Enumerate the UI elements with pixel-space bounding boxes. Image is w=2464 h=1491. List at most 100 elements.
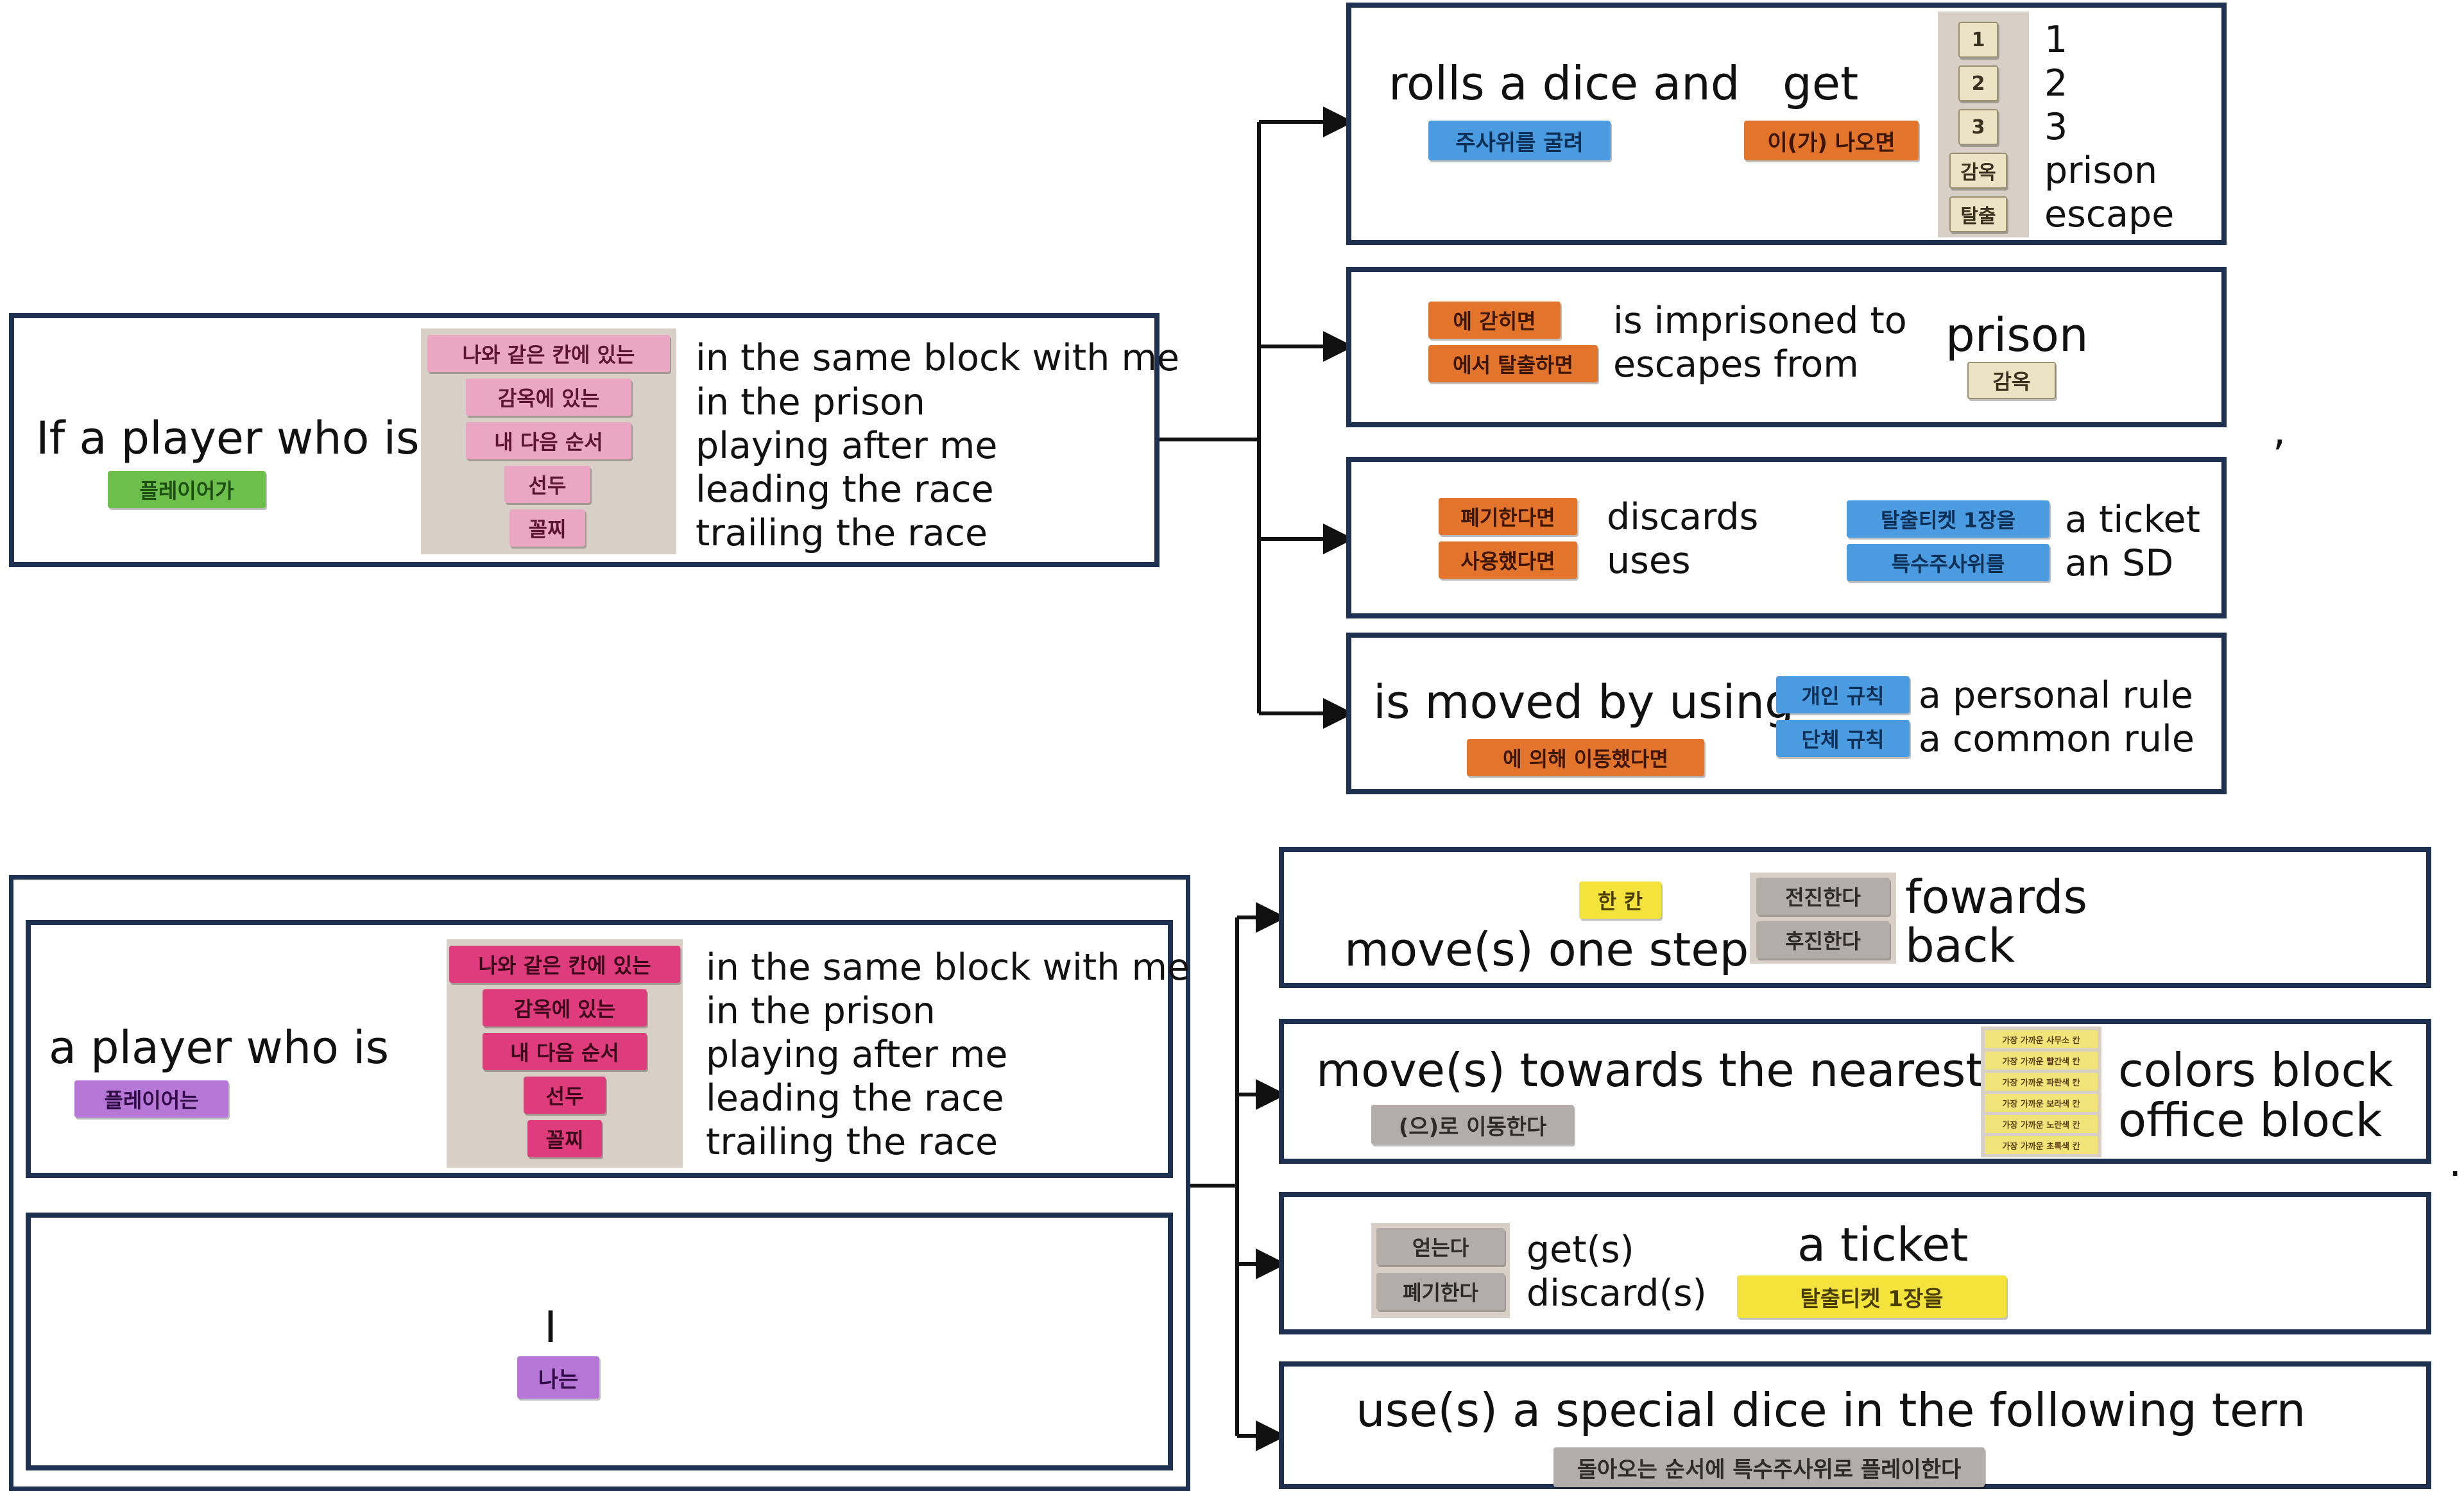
top-pink-tag-4: 선두: [504, 466, 590, 503]
moved-label: is moved by using: [1373, 675, 1794, 729]
dir-en-2: back: [1905, 919, 2015, 973]
nearest-en-2: office block: [2118, 1093, 2383, 1147]
bottom-subject-en-2: in the prison: [706, 990, 936, 1032]
top-dice-box: rolls a dice and 주사위를 굴려 get 이(가) 나오면 1 …: [1346, 3, 2227, 245]
moved-tag: 에 의해 이동했다면: [1467, 739, 1704, 776]
discard-object-en-1: a ticket: [2065, 498, 2200, 541]
bottom-special-box: use(s) a special dice in the following t…: [1279, 1361, 2431, 1489]
bottom-subject-en-1: in the same block with me: [706, 946, 1190, 989]
ticket-object-tag: 탈출티켓 1장을: [1737, 1275, 2006, 1318]
top-subject-en-5: trailing the race: [696, 512, 988, 554]
bottom-pink-tag-4: 선두: [524, 1077, 606, 1114]
dice-face-1: 1: [1958, 22, 1998, 58]
bottom-subject-en-4: leading the race: [706, 1077, 1004, 1120]
bottom-step-box: 한 칸 move(s) one step 전진한다 후진한다 fowards b…: [1279, 847, 2431, 988]
top-subject-label: If a player who is: [36, 412, 420, 464]
nearest-cell-2: 가장 가까운 빨간색 칸: [1985, 1052, 2098, 1069]
dice-face-2: 2: [1958, 65, 1998, 101]
dice-face-5: 탈출: [1949, 196, 2007, 232]
nearest-cell-5: 가장 가까운 노란색 칸: [1985, 1115, 2098, 1133]
bottom-nearest-box: move(s) towards the nearest (으)로 이동한다 가장…: [1279, 1019, 2431, 1164]
bottom-subject-en-3: playing after me: [706, 1034, 1008, 1076]
discard-tag-2: 사용했다면: [1439, 541, 1577, 579]
top-pink-tag-2: 감옥에 있는: [466, 379, 631, 416]
bottom-subject-tag: 플레이어는: [74, 1080, 228, 1118]
bottom-subject-box: a player who is 플레이어는 나와 같은 칸에 있는 감옥에 있는…: [26, 920, 1190, 1178]
dice-tag-2: 이(가) 나오면: [1744, 121, 1919, 160]
bottom-pink-tag-5: 꼴찌: [527, 1120, 602, 1157]
nearest-tag: (으)로 이동한다: [1371, 1105, 1574, 1145]
top-subject-box: If a player who is 플레이어가 나와 같은 칸에 있는 감옥에…: [9, 313, 1179, 567]
dice-en-5: escape: [2044, 193, 2175, 235]
ticket-tag-2: 폐기한다: [1376, 1273, 1505, 1310]
rule-tag-1: 개인 규칙: [1776, 676, 1910, 713]
dice-label-2: get: [1783, 56, 1859, 110]
nearest-cell-4: 가장 가까운 보라색 칸: [1985, 1094, 2098, 1112]
discard-object-tag-1: 탈출티켓 1장을: [1847, 500, 2049, 538]
dice-en-3: 3: [2044, 106, 2068, 148]
bottom-pink-tag-2: 감옥에 있는: [483, 989, 647, 1027]
top-moved-box: is moved by using 에 의해 이동했다면 개인 규칙 단체 규칙…: [1346, 633, 2227, 794]
dice-tag-1: 주사위를 굴려: [1428, 121, 1611, 160]
discard-object-en-2: an SD: [2065, 542, 2174, 584]
bottom-period: .: [2449, 1139, 2462, 1186]
dice-en-1: 1: [2044, 19, 2068, 61]
dice-face-4: 감옥: [1949, 153, 2007, 189]
self-tag: 나는: [517, 1356, 599, 1399]
prison-object-label: prison: [1946, 308, 2089, 362]
bottom-subject-label: a player who is: [49, 1021, 389, 1074]
dice-label-1: rolls a dice and: [1389, 56, 1740, 110]
rule-tag-2: 단체 규칙: [1776, 720, 1910, 757]
prison-object-tag: 감옥: [1967, 362, 2056, 399]
rule-en-1: a personal rule: [1919, 674, 2193, 717]
special-tag: 돌아오는 순서에 특수주사위로 플레이한다: [1553, 1447, 1985, 1487]
bottom-tree-connector: [1189, 902, 1287, 1451]
nearest-cell-3: 가장 가까운 파란색 칸: [1985, 1073, 2098, 1091]
prison-en-1: is imprisoned to: [1613, 300, 1907, 342]
discard-en-2: uses: [1607, 540, 1691, 582]
step-label: move(s) one step: [1344, 923, 1749, 976]
dir-tag-2: 후진한다: [1756, 921, 1890, 958]
top-prison-box: 에 갇히면 에서 탈출하면 is imprisoned to escapes f…: [1346, 267, 2227, 427]
dir-tag-1: 전진한다: [1756, 878, 1890, 915]
step-tag: 한 칸: [1579, 882, 1661, 919]
discard-tag-1: 폐기한다면: [1439, 498, 1577, 535]
discard-en-1: discards: [1607, 496, 1759, 538]
top-subject-tag: 플레이어가: [108, 471, 266, 508]
top-comma: ,: [2273, 407, 2286, 455]
top-subject-en-1: in the same block with me: [696, 337, 1180, 379]
ticket-tag-1: 얻는다: [1376, 1228, 1505, 1265]
top-subject-en-4: leading the race: [696, 468, 994, 511]
prison-tag-2: 에서 탈출하면: [1428, 345, 1598, 382]
top-pink-tag-3: 내 다음 순서: [466, 422, 631, 459]
prison-en-2: escapes from: [1613, 343, 1859, 386]
nearest-cell-6: 가장 가까운 초록색 칸: [1985, 1136, 2098, 1154]
rule-en-2: a common rule: [1919, 718, 2194, 760]
bottom-pink-tag-1: 나와 같은 칸에 있는: [449, 946, 680, 983]
bottom-self-box: I 나는: [26, 1213, 1173, 1470]
prison-tag-1: 에 갇히면: [1428, 302, 1561, 339]
dice-face-3: 3: [1958, 109, 1998, 145]
top-tree-connector: [1158, 106, 1354, 729]
self-label: I: [544, 1302, 558, 1353]
top-pink-tag-5: 꼴찌: [509, 509, 585, 547]
bottom-pink-tag-3: 내 다음 순서: [483, 1033, 647, 1070]
dice-en-2: 2: [2044, 62, 2068, 105]
nearest-cell-1: 가장 가까운 사무소 칸: [1985, 1030, 2098, 1048]
top-subject-en-2: in the prison: [696, 381, 925, 423]
special-label: use(s) a special dice in the following t…: [1356, 1383, 2306, 1437]
bottom-ticket-box: 얻는다 폐기한다 get(s) discard(s) a ticket 탈출티켓…: [1279, 1192, 2431, 1334]
top-discard-box: 폐기한다면 사용했다면 discards uses 탈출티켓 1장을 특수주사위…: [1346, 457, 2227, 618]
dice-en-4: prison: [2044, 149, 2158, 192]
top-subject-en-3: playing after me: [696, 425, 998, 467]
dir-en-1: fowards: [1905, 870, 2087, 924]
ticket-en-2: discard(s): [1527, 1272, 1707, 1315]
nearest-en-1: colors block: [2118, 1043, 2393, 1097]
nearest-cells-photo: [1981, 1027, 2101, 1157]
ticket-en-1: get(s): [1527, 1229, 1634, 1271]
nearest-label: move(s) towards the nearest: [1316, 1043, 1984, 1097]
top-pink-tag-1: 나와 같은 칸에 있는: [427, 335, 670, 372]
bottom-subject-en-5: trailing the race: [706, 1121, 998, 1163]
discard-object-tag-2: 특수주사위를: [1847, 544, 2049, 581]
ticket-object-label: a ticket: [1797, 1218, 1969, 1272]
